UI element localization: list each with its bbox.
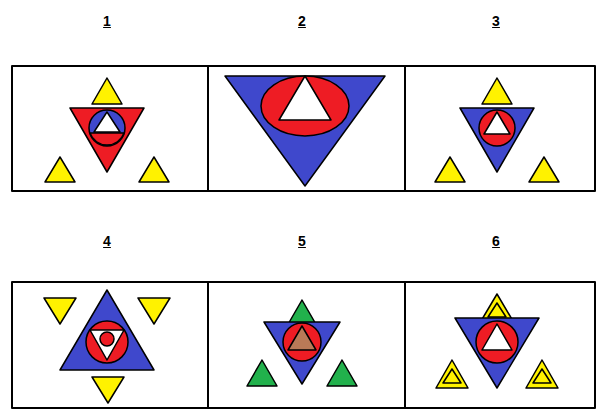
white-triangle <box>482 324 512 350</box>
blue-triangle <box>455 318 539 388</box>
green-triangle <box>247 360 277 386</box>
yellow-triangle <box>481 294 513 321</box>
blue-triangle <box>460 108 534 172</box>
panel-divider <box>207 66 209 191</box>
red-triangle <box>70 108 144 172</box>
white-triangle <box>279 76 331 120</box>
red-circle <box>476 321 518 363</box>
yellow-triangle <box>482 78 512 104</box>
inner-yellow-triangle <box>488 303 506 317</box>
yellow-triangle <box>526 360 558 388</box>
yellow-triangle <box>436 360 468 388</box>
blue-circle <box>89 110 125 146</box>
panel-divider <box>404 66 406 191</box>
yellow-triangle <box>529 157 559 182</box>
white-triangle <box>484 112 510 134</box>
red-circle <box>86 321 128 363</box>
red-circle <box>479 110 515 146</box>
yellow-triangle <box>45 157 75 182</box>
inner-yellow-triangle <box>533 369 551 383</box>
red-circle <box>283 323 321 361</box>
panel-number: 5 <box>298 234 306 248</box>
blue-triangle <box>225 76 385 186</box>
panel-divider <box>404 282 406 408</box>
panel-number: 2 <box>298 14 306 28</box>
yellow-triangle <box>435 157 465 182</box>
yellow-triangle <box>139 157 169 182</box>
blue-triangle <box>60 290 154 370</box>
panel-number: 6 <box>492 234 500 248</box>
panel-divider <box>207 282 209 408</box>
blue-triangle <box>264 322 340 384</box>
green-triangle <box>327 360 357 386</box>
panel-number: 1 <box>103 14 111 28</box>
yellow-triangle <box>92 78 122 104</box>
yellow-triangle <box>44 298 76 324</box>
panel-frame <box>12 66 595 191</box>
red-dot <box>100 332 114 346</box>
yellow-triangle <box>138 298 170 324</box>
white-triangle <box>94 112 120 132</box>
red-band <box>90 133 124 145</box>
panel-frame <box>12 282 595 408</box>
white-triangle <box>90 330 124 360</box>
inner-yellow-triangle <box>443 369 461 383</box>
yellow-triangle <box>92 377 124 403</box>
panel-number: 3 <box>492 14 500 28</box>
brown-triangle <box>288 326 316 350</box>
panel-number: 4 <box>103 234 111 248</box>
red-ellipse <box>261 76 349 136</box>
